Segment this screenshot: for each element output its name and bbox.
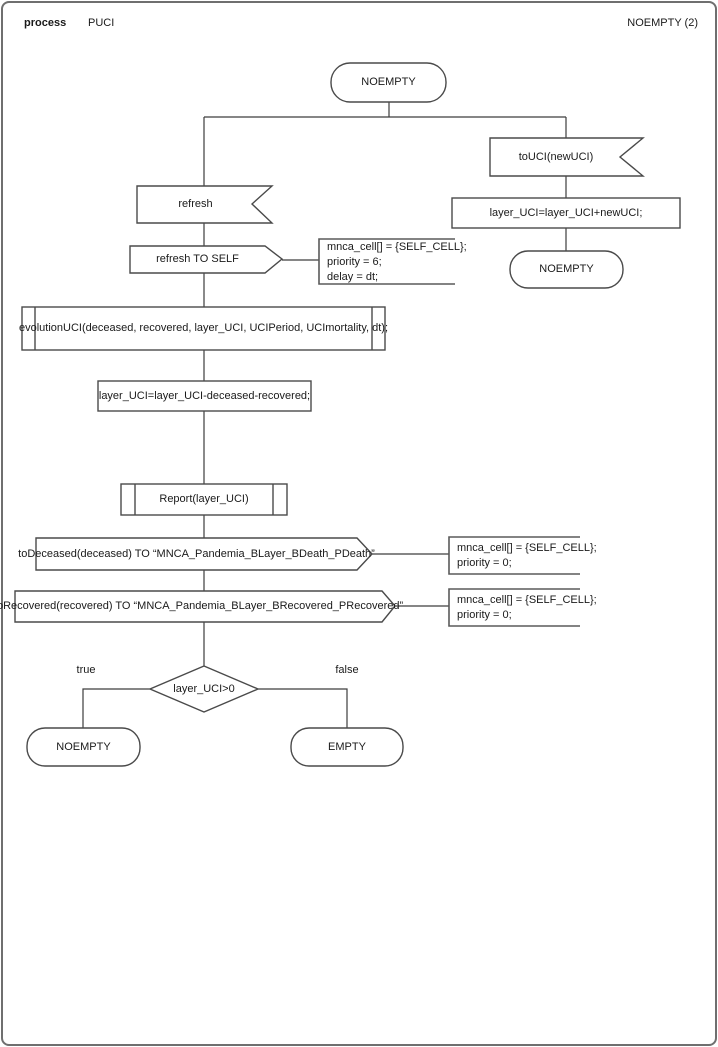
state-right-noempty-label: NOEMPTY (539, 263, 594, 275)
comment-refresh-bracket (318, 238, 455, 285)
output-recovered-label: toRecovered(recovered) TO “MNCA_Pandemia… (0, 600, 404, 612)
header-process-keyword: process (24, 16, 66, 30)
header-page-title: NOEMPTY (2) (627, 16, 698, 30)
decision-shape (148, 665, 260, 713)
state-true-noempty-label: NOEMPTY (56, 740, 111, 753)
comment-recovered-line1: mnca_cell[] = {SELF_CELL}; (457, 594, 597, 606)
decision-false-label: false (335, 663, 359, 676)
output-refresh-self-shape (129, 245, 284, 274)
comment-recovered-text: mnca_cell[] = {SELF_CELL}; priority = 0; (457, 593, 597, 623)
decision-label: layer_UCI>0 (173, 682, 235, 695)
page-title-label: NOEMPTY (2) (627, 17, 698, 29)
process-name-label: PUCI (88, 17, 115, 29)
output-deceased-shape (35, 537, 373, 571)
comment-deceased-text: mnca_cell[] = {SELF_CELL}; priority = 0; (457, 541, 597, 571)
state-false-empty-label: EMPTY (328, 740, 366, 753)
procedure-evolution-shape (21, 306, 386, 351)
procedure-report-bars (134, 484, 274, 515)
procedure-evolution-label: evolutionUCI(deceased, recovered, layer_… (18, 322, 389, 334)
state-start-shape (330, 62, 447, 103)
output-recovered-shape (14, 590, 396, 623)
comment-deceased-bracket (448, 536, 580, 575)
comment-recovered-bracket (448, 588, 580, 627)
decision-true-label: true (76, 663, 96, 676)
header-process-name: PUCI (88, 16, 114, 30)
comment-refresh-line2: priority = 6; (327, 256, 382, 268)
output-refresh-self-label: refresh TO SELF (156, 253, 239, 265)
comment-recovered-line2: priority = 0; (457, 609, 512, 621)
procedure-report-label: Report(layer_UCI) (159, 493, 249, 505)
comment-refresh-line1: mnca_cell[] = {SELF_CELL}; (327, 241, 467, 253)
comment-refresh-line3: delay = dt; (327, 271, 379, 283)
input-refresh-label: refresh (178, 198, 213, 210)
input-touci-label: toUCI(newUCI) (518, 150, 594, 163)
procedure-evolution-bars (34, 307, 373, 350)
task-sub-shape (97, 380, 312, 412)
state-right-noempty-shape (509, 250, 624, 289)
input-refresh-shape (136, 185, 274, 224)
task-add-label: layer_UCI=layer_UCI+newUCI; (489, 206, 643, 219)
connector-true-branch (82, 688, 150, 728)
output-deceased-label: toDeceased(deceased) TO “MNCA_Pandemia_B… (18, 547, 375, 560)
connector-false-branch (258, 688, 348, 728)
procedure-report-shape (120, 483, 288, 516)
state-true-noempty-shape (26, 727, 141, 767)
task-add-shape (451, 197, 681, 229)
state-start-label: NOEMPTY (361, 76, 416, 88)
task-sub-label: layer_UCI=layer_UCI-deceased-recovered; (98, 389, 311, 402)
comment-refresh-text: mnca_cell[] = {SELF_CELL}; priority = 6;… (327, 240, 467, 285)
comment-deceased-line2: priority = 0; (457, 557, 512, 569)
comment-deceased-line1: mnca_cell[] = {SELF_CELL}; (457, 542, 597, 554)
input-touci-shape (489, 137, 645, 177)
process-keyword-label: process (24, 17, 67, 29)
state-false-empty-shape (290, 727, 404, 767)
